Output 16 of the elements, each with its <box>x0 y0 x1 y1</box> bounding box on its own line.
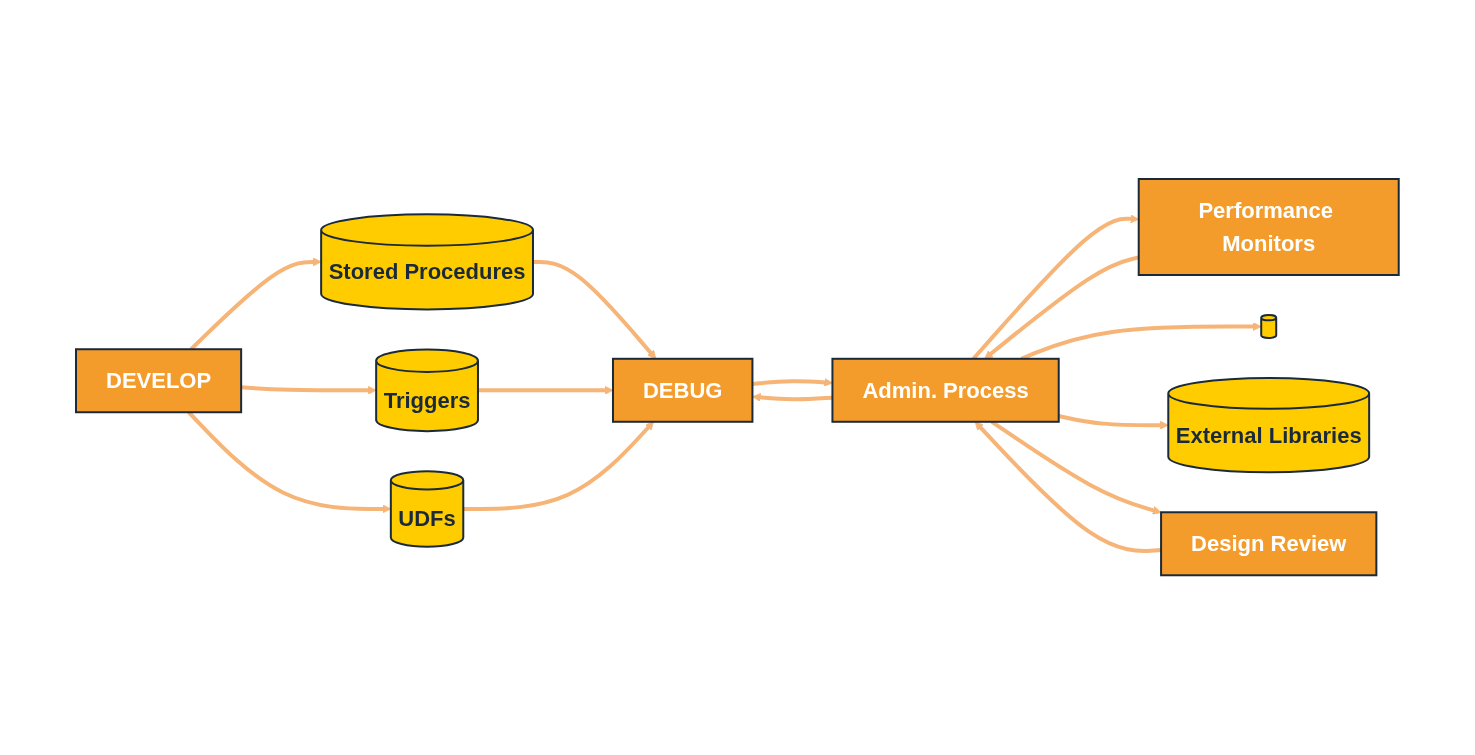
arrow <box>1020 322 1262 361</box>
node-cylinder <box>1260 314 1278 340</box>
node-box: Admin. Process <box>831 358 1060 424</box>
arrow <box>752 378 833 388</box>
arrow <box>533 260 657 360</box>
arrow <box>187 411 392 514</box>
node-box: DEBUG <box>612 358 754 424</box>
arrow <box>752 393 833 403</box>
arrow <box>241 385 377 396</box>
arrow <box>478 386 614 396</box>
node-box: DEVELOP <box>75 348 243 414</box>
arrow <box>1058 414 1169 430</box>
arrow <box>974 421 1162 554</box>
node-box: Performance Monitors <box>1137 178 1400 277</box>
node-box: Design Review <box>1160 511 1378 577</box>
arrow <box>463 421 655 512</box>
